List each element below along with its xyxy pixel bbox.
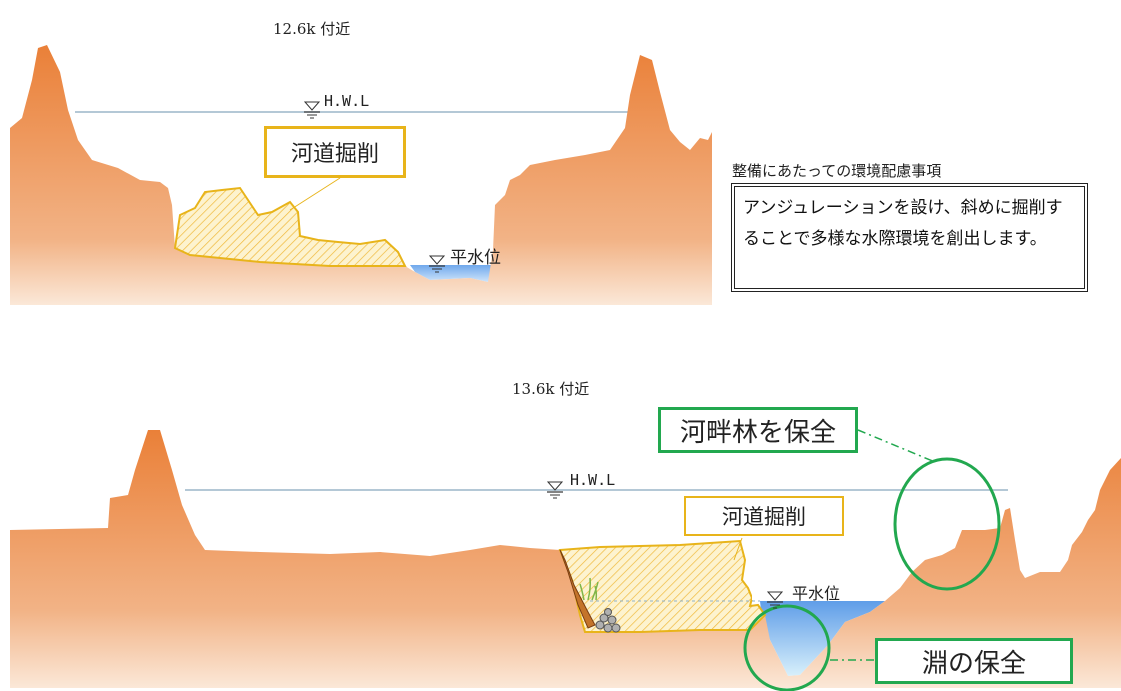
section1-water: [410, 265, 495, 282]
section2-pool-label: 淵の保全: [921, 648, 1026, 679]
section2-hwl-symbol-icon: [546, 481, 564, 499]
notice-title: 整備にあたっての環境配慮事項: [732, 162, 942, 180]
section2-water-label: 平水位: [792, 584, 841, 603]
section2-excavation-area: [558, 539, 767, 633]
section2-callout-leader: [733, 537, 743, 561]
section2-bank-slope: [559, 549, 596, 629]
section2-riparian-ellipse: [893, 457, 1001, 591]
section1-caption: 12.6k 付近: [273, 20, 351, 38]
section2-excavation-label: 河道掘削: [722, 505, 806, 529]
section2-vegetation-icon: [579, 577, 599, 601]
section1-excavation-area: [173, 186, 407, 267]
section1-cross-section: [10, 45, 712, 305]
section1-water-level-symbol-icon: [428, 255, 446, 273]
notice-body: アンジュレーションを設け、斜めに掘削することで多様な水際環境を創出します。: [743, 198, 1063, 249]
section2-riparian-callout: 河畔林を保全: [658, 407, 858, 453]
section2-pool-callout: 淵の保全: [875, 638, 1073, 684]
section2-boulders-icon: [595, 608, 621, 633]
section1-hwl-label: H.W.L: [324, 92, 370, 110]
section2-hwl-label: H.W.L: [570, 471, 616, 489]
section2-terrain: [10, 430, 1121, 688]
section1-hwl-symbol-icon: [303, 101, 321, 119]
section2-excavation-callout: 河道掘削: [684, 496, 844, 536]
notice-box: アンジュレーションを設け、斜めに掘削することで多様な水際環境を創出します。: [731, 183, 1088, 292]
section1-excavation-label: 河道掘削: [290, 142, 379, 167]
section1-water-label: 平水位: [450, 248, 501, 268]
section2-riparian-leader: [857, 429, 936, 463]
section2-water: [760, 601, 885, 676]
section2-water-level-symbol-icon: [766, 591, 784, 609]
section1-terrain: [10, 45, 712, 305]
section1-callout-leader: [289, 177, 341, 211]
section2-caption: 13.6k 付近: [512, 380, 590, 398]
section2-pool-circle: [743, 604, 831, 691]
section1-excavation-callout: 河道掘削: [264, 126, 406, 178]
section2-riparian-label: 河畔林を保全: [679, 417, 836, 448]
